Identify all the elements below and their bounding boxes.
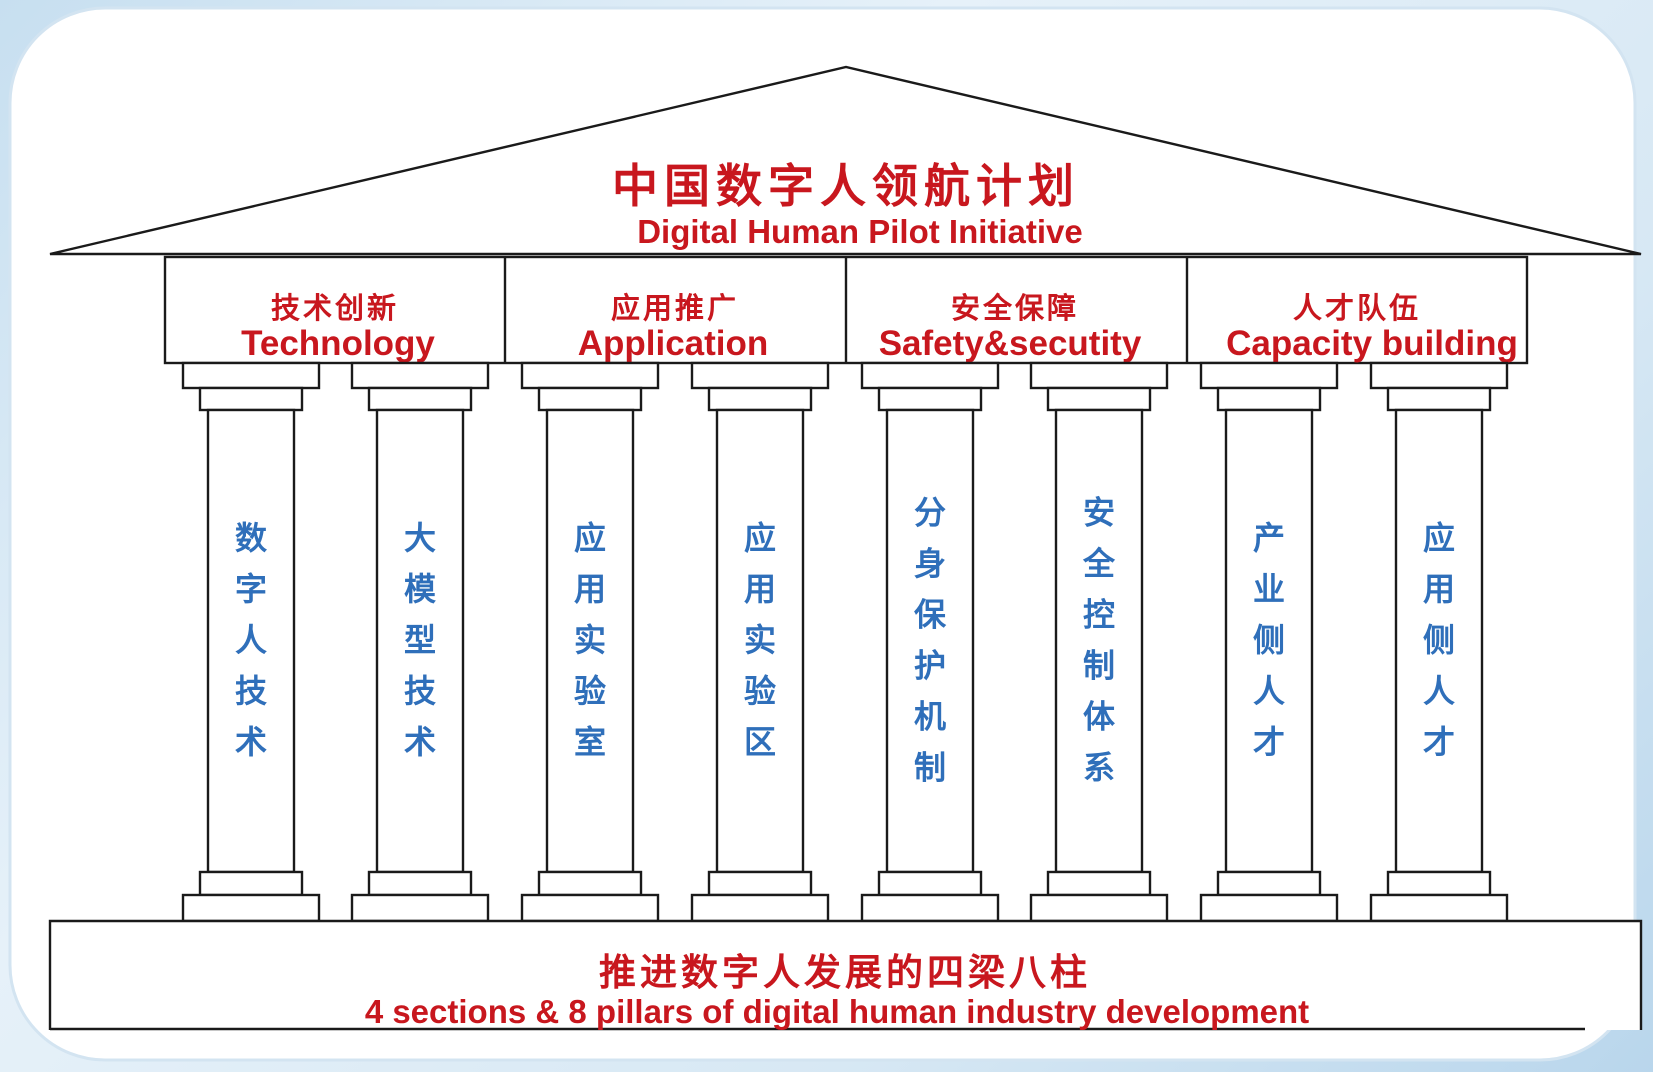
roof-title-cn: 中国数字人领航计划 bbox=[612, 159, 1080, 213]
roof-title-en: Digital Human Pilot Initiative bbox=[637, 213, 1083, 250]
pillar-label: 应用实验室 bbox=[574, 519, 606, 761]
section-capacity: 人才队伍 Capacity building bbox=[1226, 291, 1518, 363]
pillar-avatar-protection: 分身保护机制 bbox=[860, 361, 1000, 923]
section-label-cn: 技术创新 bbox=[271, 291, 399, 325]
pillar-digital-human-tech: 数字人技术 bbox=[181, 361, 321, 923]
pillar-label: 产业侧人才 bbox=[1253, 519, 1285, 761]
pillar-label: 应用侧人才 bbox=[1423, 519, 1455, 761]
pillars: 数字人技术 大模型技术 应用实验室 应用实验区 分身保护机制 安全控制体系 产业侧人才 应用侧… bbox=[181, 361, 1509, 923]
pillar-application-zone: 应用实验区 bbox=[690, 361, 830, 923]
section-label-cn: 安全保障 bbox=[951, 291, 1079, 325]
beam bbox=[163, 255, 1529, 365]
section-label-en: Safety&secutity bbox=[879, 324, 1142, 363]
section-application: 应用推广 Application bbox=[578, 291, 769, 363]
pillar-label: 大模型技术 bbox=[404, 519, 436, 761]
pillar-label: 安全控制体系 bbox=[1082, 494, 1116, 787]
section-technology: 技术创新 Technology bbox=[241, 291, 435, 363]
section-label-en: Application bbox=[578, 324, 769, 363]
section-label-cn: 人才队伍 bbox=[1293, 291, 1421, 325]
pillar-application-talent: 应用侧人才 bbox=[1369, 361, 1509, 923]
section-label-en: Technology bbox=[241, 324, 435, 363]
base: 推进数字人发展的四梁八柱 4 sections & 8 pillars of d… bbox=[48, 919, 1643, 1031]
section-label-en: Capacity building bbox=[1226, 324, 1518, 363]
roof bbox=[49, 65, 1642, 256]
pillar-label: 数字人技术 bbox=[235, 519, 268, 761]
section-safety: 安全保障 Safety&secutity bbox=[879, 291, 1142, 363]
base-title-cn: 推进数字人发展的四梁八柱 bbox=[599, 951, 1091, 994]
pillar-industry-talent: 产业侧人才 bbox=[1199, 361, 1339, 923]
pillar-security-control: 安全控制体系 bbox=[1029, 361, 1169, 923]
pillar-large-model-tech: 大模型技术 bbox=[350, 361, 490, 923]
pillar-label: 应用实验区 bbox=[744, 519, 776, 761]
base-title-en: 4 sections & 8 pillars of digital human … bbox=[365, 993, 1309, 1030]
pillar-label: 分身保护机制 bbox=[914, 494, 947, 787]
section-label-cn: 应用推广 bbox=[611, 291, 739, 325]
